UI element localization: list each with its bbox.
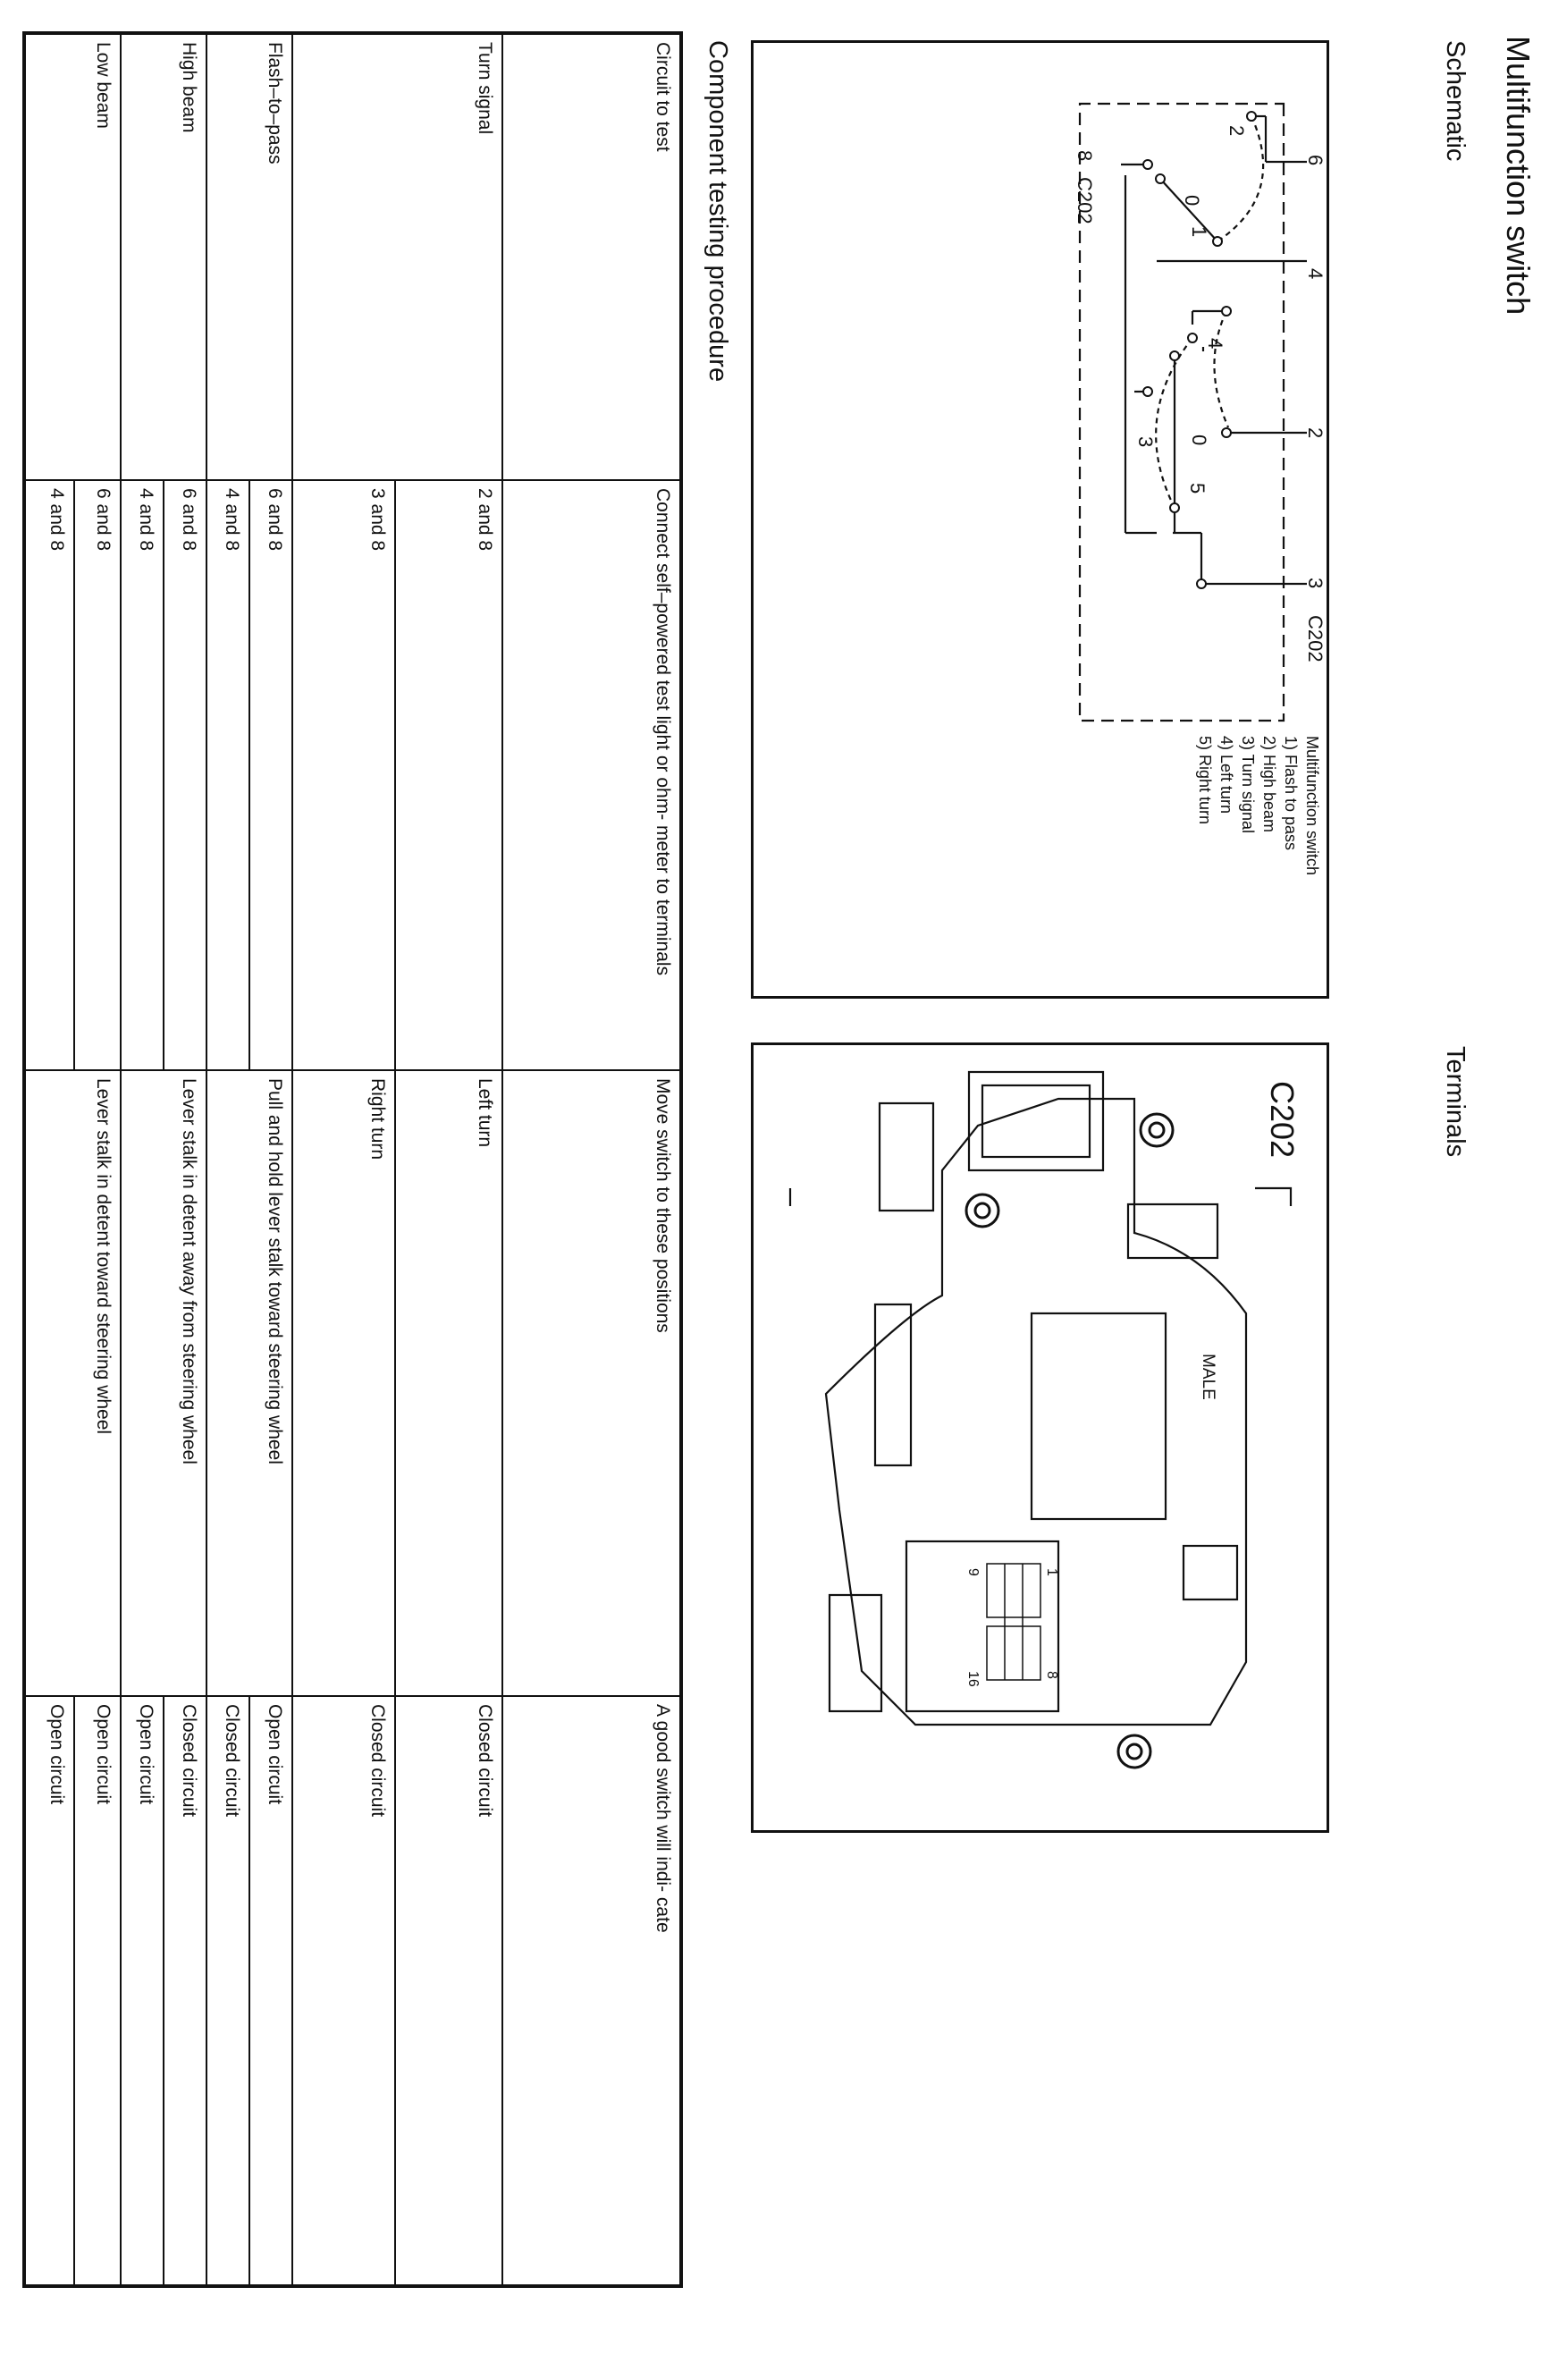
header-cell: Move switch to these positions — [502, 1070, 681, 1696]
terminals-cell: 4 and 8 — [121, 480, 164, 1070]
header-cell: Circuit to test — [502, 33, 681, 480]
switch-b-pos-lower: 5 — [1186, 483, 1209, 494]
connector-label-bottom: C202 — [1074, 177, 1096, 224]
terminal-label: 2 — [1304, 427, 1327, 438]
page-title: Multifunction switch — [1500, 36, 1537, 316]
terminals-cell: 4 and 8 — [206, 480, 249, 1070]
legend-item: 4) Left turn — [1217, 736, 1235, 814]
result-cell: Open circuit — [24, 1696, 74, 2286]
switch-enclosure — [1078, 102, 1285, 722]
switch-a-pos-center: 0 — [1181, 195, 1203, 206]
result-cell: Closed circuit — [395, 1696, 502, 2286]
legend-item: 5) Right turn — [1196, 736, 1214, 824]
result-cell: Open circuit — [249, 1696, 292, 2286]
header-cell: Connect self–powered test light or ohm- … — [502, 480, 681, 1070]
connector-label-top: C202 — [1304, 615, 1327, 663]
connector-drawing: C202 MALE — [788, 1070, 1301, 1769]
switch-b-pos-center: 0 — [1188, 435, 1210, 445]
position-cell: Lever stalk in detent away from steering… — [121, 1070, 206, 1696]
circuit-cell: Flash–to–pass — [206, 33, 292, 480]
terminals-cell: 2 and 8 — [395, 480, 502, 1070]
legend-item: 1) Flash to pass — [1282, 736, 1300, 850]
table-row: Flash–to–pass 6 and 8 Pull and hold leve… — [206, 33, 292, 2286]
terminals-cell: 6 and 8 — [164, 480, 206, 1070]
circuit-cell: Turn signal — [292, 33, 502, 480]
position-cell: Right turn — [292, 1070, 395, 1696]
schematic-diagram: 6 4 2 3 C202 2 0 1 4 0 5 3 8 C202 Multif… — [1074, 102, 1327, 875]
terminals-cell: 4 and 8 — [24, 480, 74, 1070]
component-testing-table: Circuit to test Connect self–powered tes… — [22, 31, 683, 2288]
pin-label: 9 — [965, 1568, 981, 1576]
terminals-cell: 3 and 8 — [292, 480, 395, 1070]
schematic-panel: 6 4 2 3 C202 2 0 1 4 0 5 3 8 C202 Multif… — [751, 40, 1329, 999]
pin-label: 8 — [1044, 1671, 1059, 1679]
position-cell: Pull and hold lever stalk toward steerin… — [206, 1070, 292, 1696]
circuit-cell: High beam — [121, 33, 206, 480]
position-cell: Left turn — [395, 1070, 502, 1696]
terminal-label: 6 — [1304, 155, 1327, 165]
legend-item: 2) High beam — [1260, 736, 1278, 832]
pin-label: 16 — [965, 1671, 981, 1687]
switch-a-pos-left: 2 — [1226, 125, 1248, 136]
schematic-legend: Multifunction switch 1) Flash to pass 2)… — [1196, 736, 1321, 875]
result-cell: Open circuit — [121, 1696, 164, 2286]
connector-outline — [788, 1070, 1293, 1726]
terminals-cell: 6 and 8 — [249, 480, 292, 1070]
legend-item: Multifunction switch — [1303, 736, 1321, 875]
table-row: Turn signal 2 and 8 Left turn Closed cir… — [292, 33, 502, 2286]
pin-grid — [986, 1563, 1041, 1681]
result-cell: Closed circuit — [206, 1696, 249, 2286]
terminals-cell: 6 and 8 — [74, 480, 121, 1070]
table-row: Low beam 6 and 8 Lever stalk in detent t… — [24, 33, 121, 2286]
header-cell: A good switch will indi- cate — [502, 1696, 681, 2286]
terminal-label: 3 — [1304, 578, 1327, 588]
result-cell: Closed circuit — [292, 1696, 395, 2286]
connector-name: C202 — [1264, 1081, 1301, 1158]
switch-b-pos-left: 3 — [1134, 436, 1157, 447]
legend-item: 3) Turn signal — [1239, 736, 1257, 833]
terminal-label: 8 — [1074, 150, 1096, 161]
gender-label: MALE — [1199, 1354, 1217, 1400]
circuit-cell: Low beam — [24, 33, 121, 480]
terminals-heading: Terminals — [1441, 1046, 1470, 1158]
position-cell: Lever stalk in detent toward steering wh… — [24, 1070, 121, 1696]
terminals-panel: C202 MALE — [751, 1042, 1329, 1833]
terminal-label: 4 — [1304, 268, 1327, 279]
result-cell: Closed circuit — [164, 1696, 206, 2286]
procedure-heading: Component testing procedure — [703, 40, 732, 383]
switch-a-pos-right: 1 — [1188, 226, 1210, 237]
pin-label: 1 — [1044, 1568, 1059, 1576]
table-row: High beam 6 and 8 Lever stalk in detent … — [121, 33, 206, 2286]
result-cell: Open circuit — [74, 1696, 121, 2286]
switch-b-pos-upper: 4 — [1204, 338, 1226, 349]
table-header-row: Circuit to test Connect self–powered tes… — [502, 33, 681, 2286]
schematic-heading: Schematic — [1441, 40, 1470, 162]
